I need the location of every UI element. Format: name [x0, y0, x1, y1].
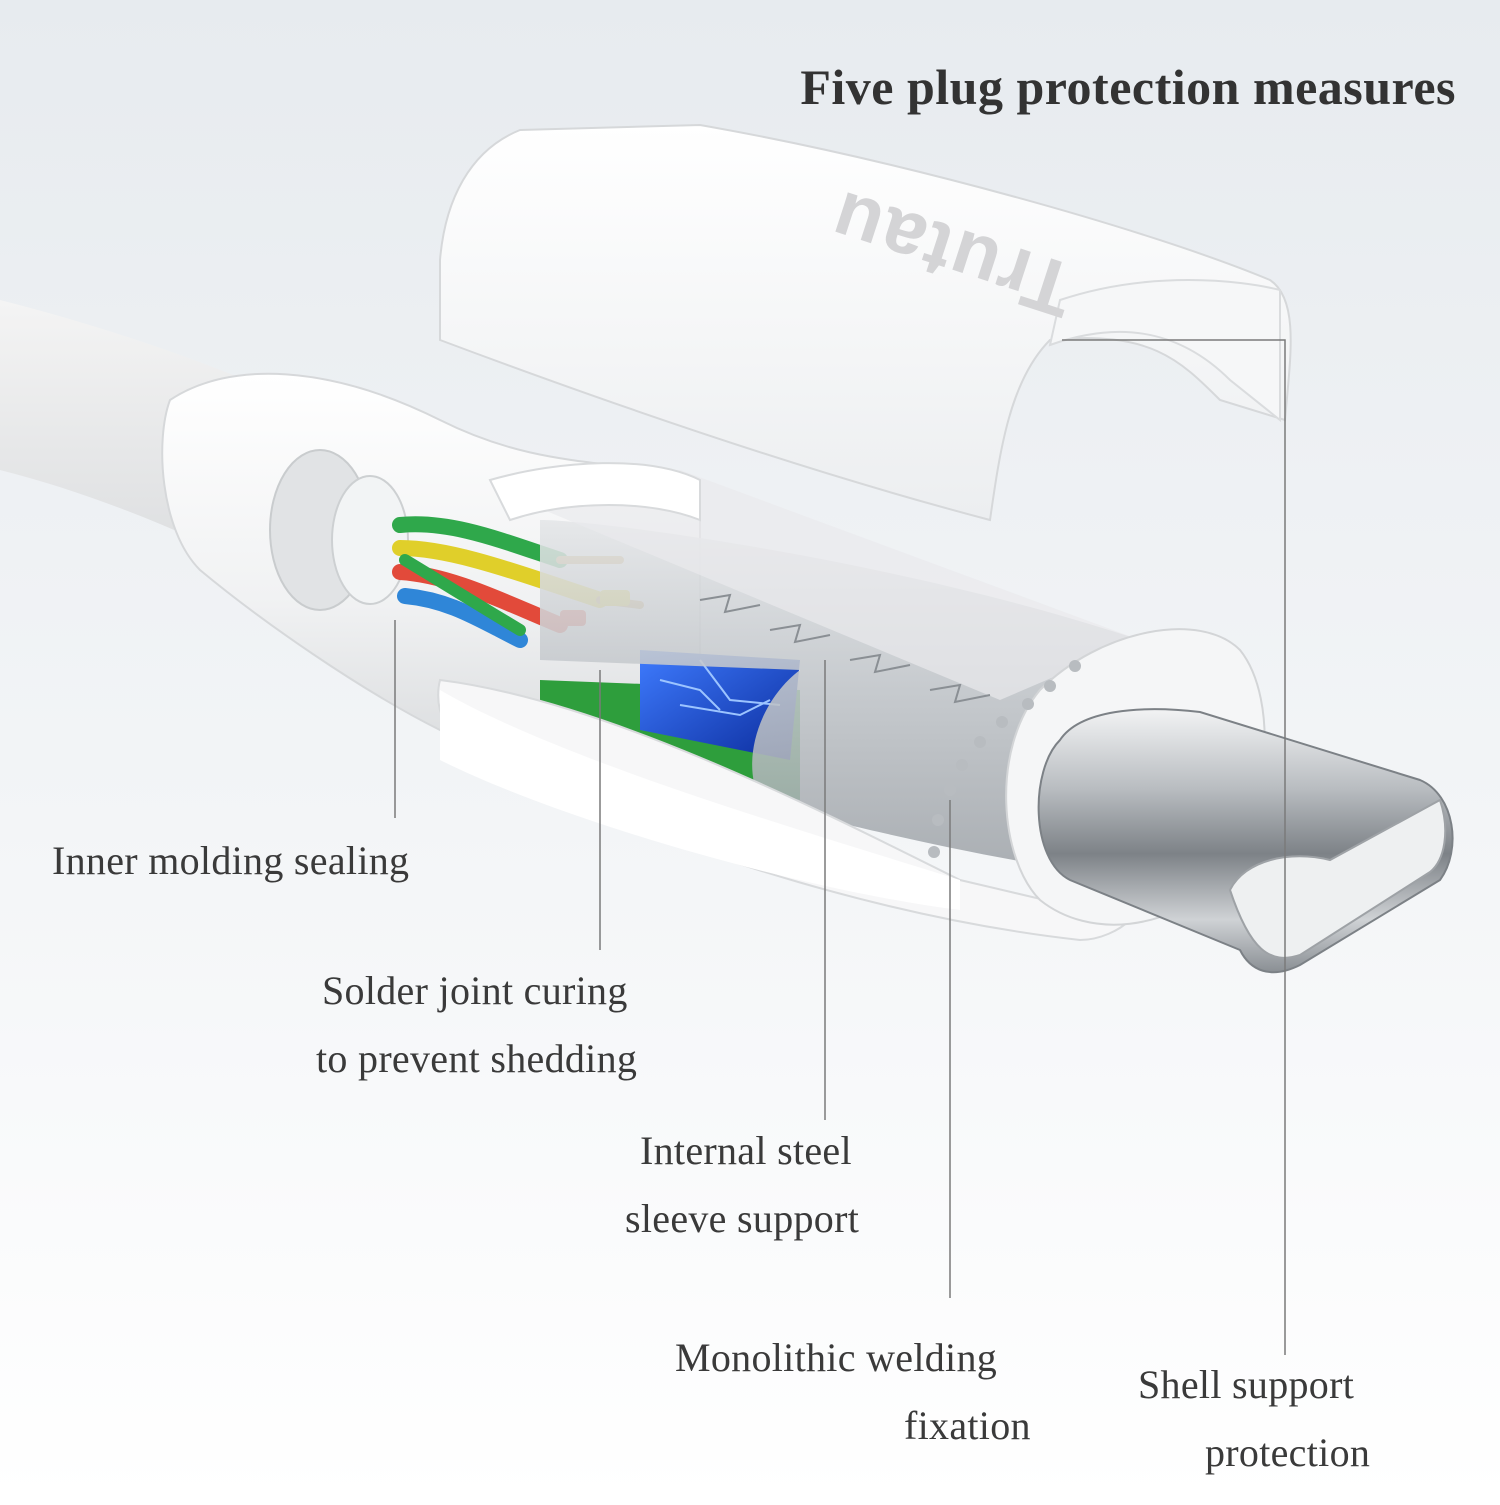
label-welding-line1: Monolithic welding — [675, 1335, 998, 1380]
label-inner-molding: Inner molding sealing — [52, 838, 410, 883]
sleeve-top — [520, 470, 1140, 700]
label-solder-line1: Solder joint curing — [322, 968, 628, 1013]
leader-lines — [394, 339, 1286, 1355]
page-title: Five plug protection measures — [800, 59, 1456, 115]
weld-dots — [928, 660, 1081, 858]
label-welding-line2: fixation — [904, 1403, 1031, 1448]
welding-seams — [699, 593, 991, 704]
chip-traces — [659, 659, 781, 717]
inner-molding-collar — [331, 475, 409, 605]
shell-cap — [439, 123, 1292, 522]
usb-c-plug-face — [1228, 798, 1447, 959]
label-shell-line1: Shell support — [1138, 1362, 1355, 1407]
label-steel-line1: Internal steel — [640, 1128, 852, 1173]
label-steel-line2: sleeve support — [625, 1196, 860, 1241]
shell-cap-inner — [1048, 279, 1281, 423]
label-shell-line2: protection — [1205, 1430, 1371, 1475]
housing-upper-lip — [488, 462, 701, 522]
housing-lower-face — [440, 690, 960, 910]
label-solder-line2: to prevent shedding — [316, 1036, 638, 1081]
